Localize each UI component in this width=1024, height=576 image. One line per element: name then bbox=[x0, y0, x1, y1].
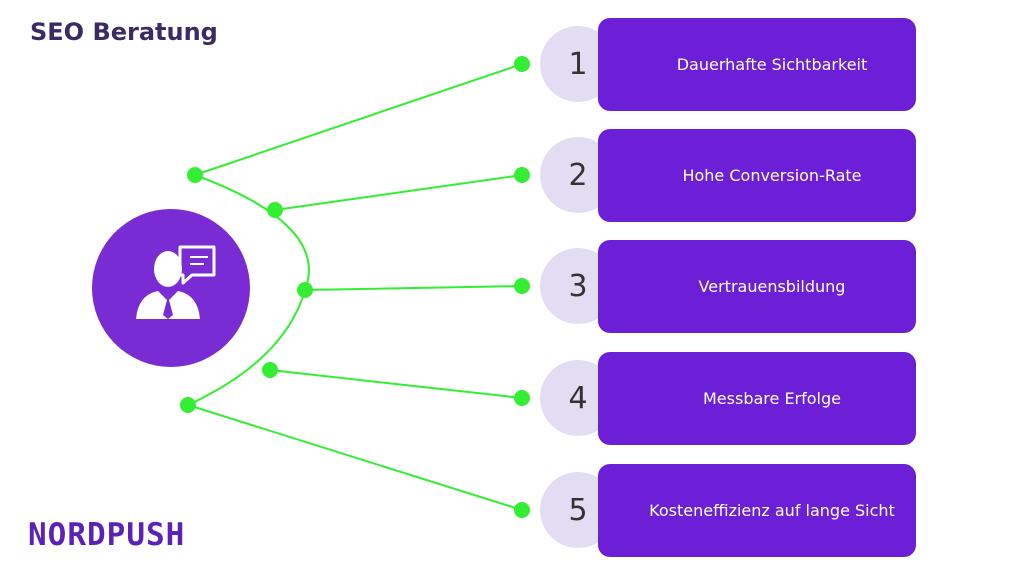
benefit-box-2: Hohe Conversion-Rate bbox=[598, 129, 916, 222]
node-dot bbox=[187, 167, 203, 183]
node-dot bbox=[514, 502, 530, 518]
benefit-box-4: Messbare Erfolge bbox=[598, 352, 916, 445]
node-dot bbox=[514, 390, 530, 406]
nordpush-logo: NORDPUSH bbox=[28, 517, 186, 553]
benefit-box-5: Kosteneffizienz auf lange Sicht bbox=[598, 464, 916, 557]
node-dot bbox=[297, 282, 313, 298]
consultant-avatar bbox=[92, 209, 250, 367]
benefit-label: Vertrauensbildung bbox=[698, 277, 846, 296]
connector-line-1 bbox=[194, 63, 523, 176]
node-dot bbox=[267, 202, 283, 218]
benefit-label: Messbare Erfolge bbox=[703, 389, 841, 408]
connector-line-4 bbox=[269, 369, 523, 399]
connector-line-5 bbox=[187, 404, 523, 511]
node-dot bbox=[262, 362, 278, 378]
connector-line-2 bbox=[274, 174, 523, 211]
connector-segments bbox=[187, 63, 523, 511]
benefit-box-1: Dauerhafte Sichtbarkeit bbox=[598, 18, 916, 111]
node-dot bbox=[180, 397, 196, 413]
benefit-label: Dauerhafte Sichtbarkeit bbox=[676, 55, 868, 74]
consultant-chat-icon bbox=[136, 245, 216, 319]
benefit-label: Kosteneffizienz auf lange Sicht bbox=[649, 501, 895, 520]
node-dot bbox=[514, 167, 530, 183]
benefit-label: Hohe Conversion-Rate bbox=[682, 166, 862, 185]
page-title: SEO Beratung bbox=[30, 18, 218, 46]
connector-line-3 bbox=[304, 285, 523, 291]
node-dot bbox=[514, 56, 530, 72]
benefit-box-3: Vertrauensbildung bbox=[598, 240, 916, 333]
node-dot bbox=[514, 278, 530, 294]
